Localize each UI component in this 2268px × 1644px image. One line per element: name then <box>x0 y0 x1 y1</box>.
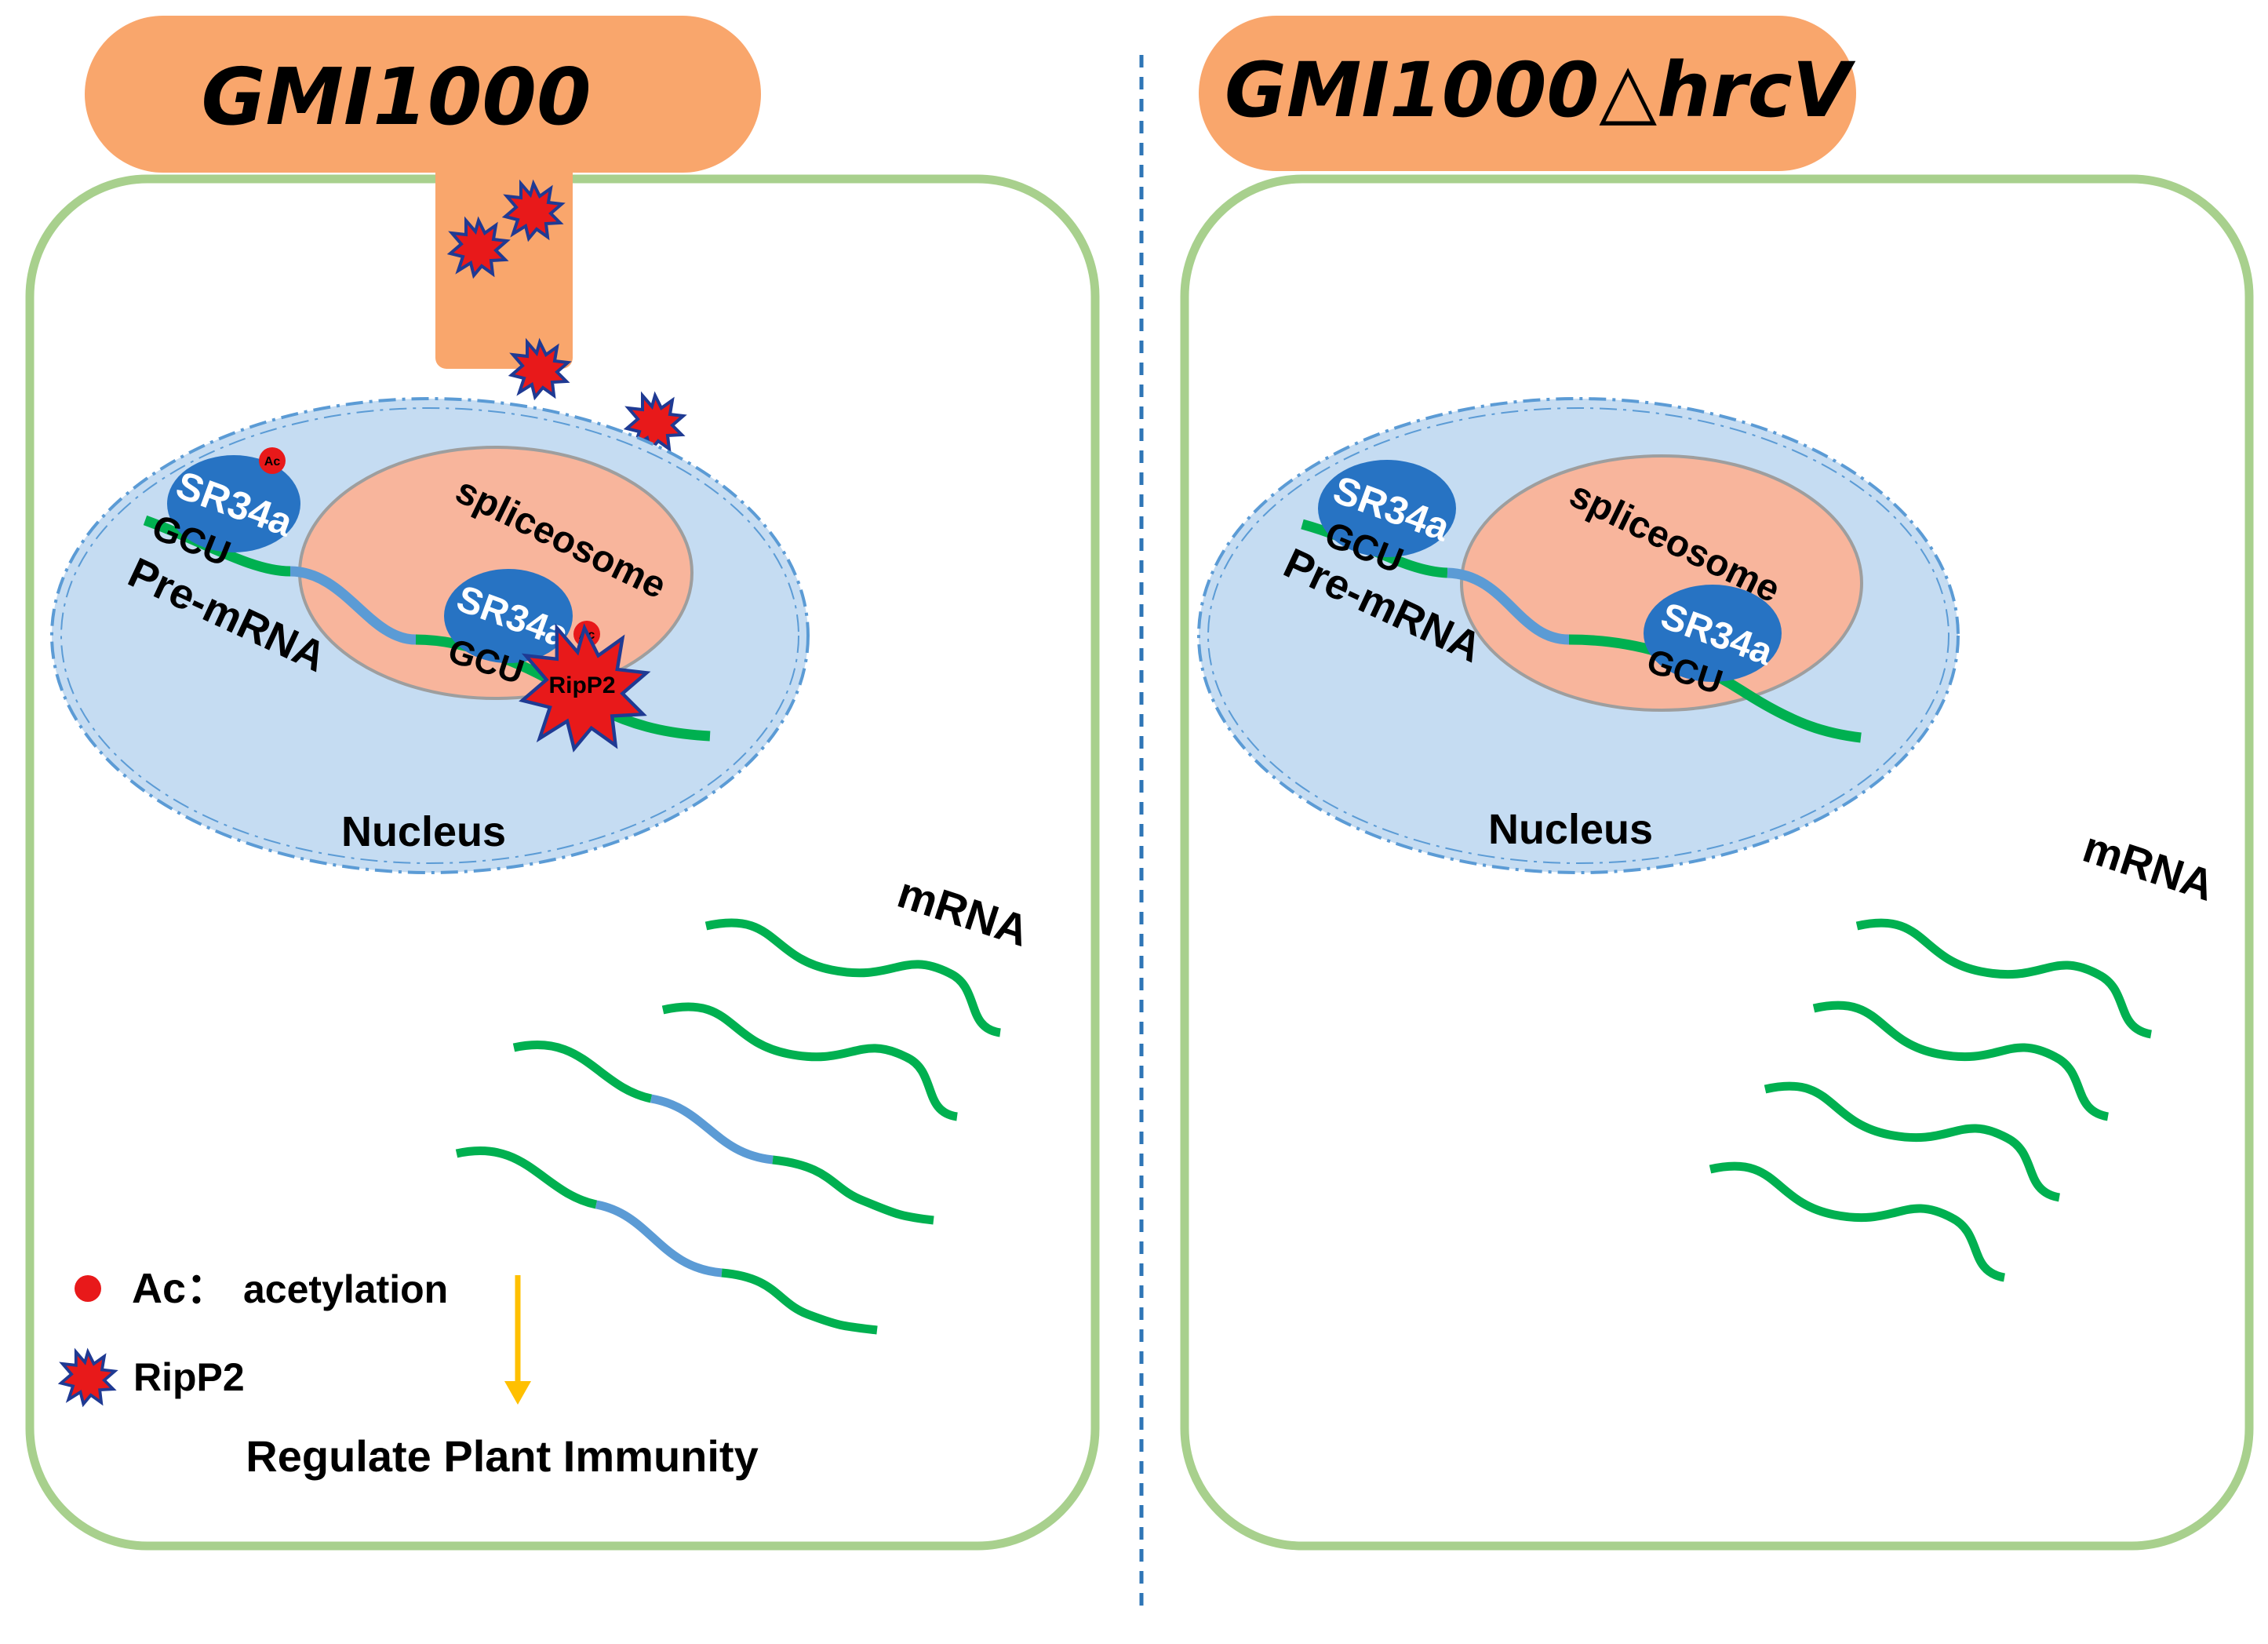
mrna-strand <box>1812 1001 2110 1121</box>
pre-mrna-intron-right <box>1447 567 1570 645</box>
mrna-strand-aberrant <box>650 1094 774 1165</box>
mrna-strand-aberrant <box>772 1155 934 1225</box>
nucleus-inner-border <box>60 407 799 864</box>
legend-ac-desc: acetylation <box>243 1267 448 1311</box>
sr34a-protein-right-outer <box>1318 460 1456 557</box>
mrna-strand <box>1709 1161 2006 1282</box>
mrna-strand-aberrant <box>721 1268 878 1335</box>
legend-outcome: Regulate Plant Immunity <box>246 1431 758 1481</box>
mrna-strand <box>661 1002 959 1121</box>
pre-mrna-intron-left <box>289 566 417 645</box>
legend-ac-term: Ac： <box>132 1265 228 1312</box>
sr34a-protein-left-outer <box>167 455 300 552</box>
bacterium-right <box>1199 16 1856 171</box>
bacterium-left <box>85 16 761 173</box>
mrna-strand-aberrant <box>455 1146 598 1209</box>
mrna-strand <box>1764 1081 2061 1202</box>
sr34a-protein-left-inner <box>444 569 573 663</box>
nucleus-label-right: Nucleus <box>1488 806 1653 853</box>
mrna-strand <box>704 918 1002 1037</box>
outcome-arrow-icon <box>504 1381 531 1405</box>
strain-label-right: GMI1000△hrcV <box>1225 46 1856 134</box>
pre-mrna-exon-right <box>1568 634 1862 743</box>
right-panel: GMI1000△hrcV spliceosome SR34a GCU Pre-m… <box>1180 16 2254 1551</box>
nucleus-inner-border <box>1207 407 1949 864</box>
ripp2-bound-label: RipP2 <box>548 673 615 698</box>
pre-mrna-strand-left <box>143 515 291 577</box>
mrna-strand <box>1855 918 2153 1039</box>
nucleus-label-left: Nucleus <box>341 808 506 855</box>
plant-cell-left <box>25 174 1100 1551</box>
ac-mark-label: Ac <box>264 455 281 468</box>
legend: Ac： acetylation RipP2 Regulate Plant Imm… <box>59 1265 759 1481</box>
sr34a-protein-right-inner <box>1644 585 1782 682</box>
mrna-strand-aberrant <box>512 1040 653 1103</box>
mrna-strand-aberrant <box>595 1200 723 1278</box>
legend-acetyl-icon <box>75 1275 101 1302</box>
acetyl-mark-icon <box>259 447 286 474</box>
legend-ripp2-term: RipP2 <box>133 1355 245 1399</box>
left-panel: GMI1000 spliceosome SR34a Ac GCU Pre-mRN… <box>25 16 1100 1551</box>
strain-label-left: GMI1000 <box>201 51 591 143</box>
